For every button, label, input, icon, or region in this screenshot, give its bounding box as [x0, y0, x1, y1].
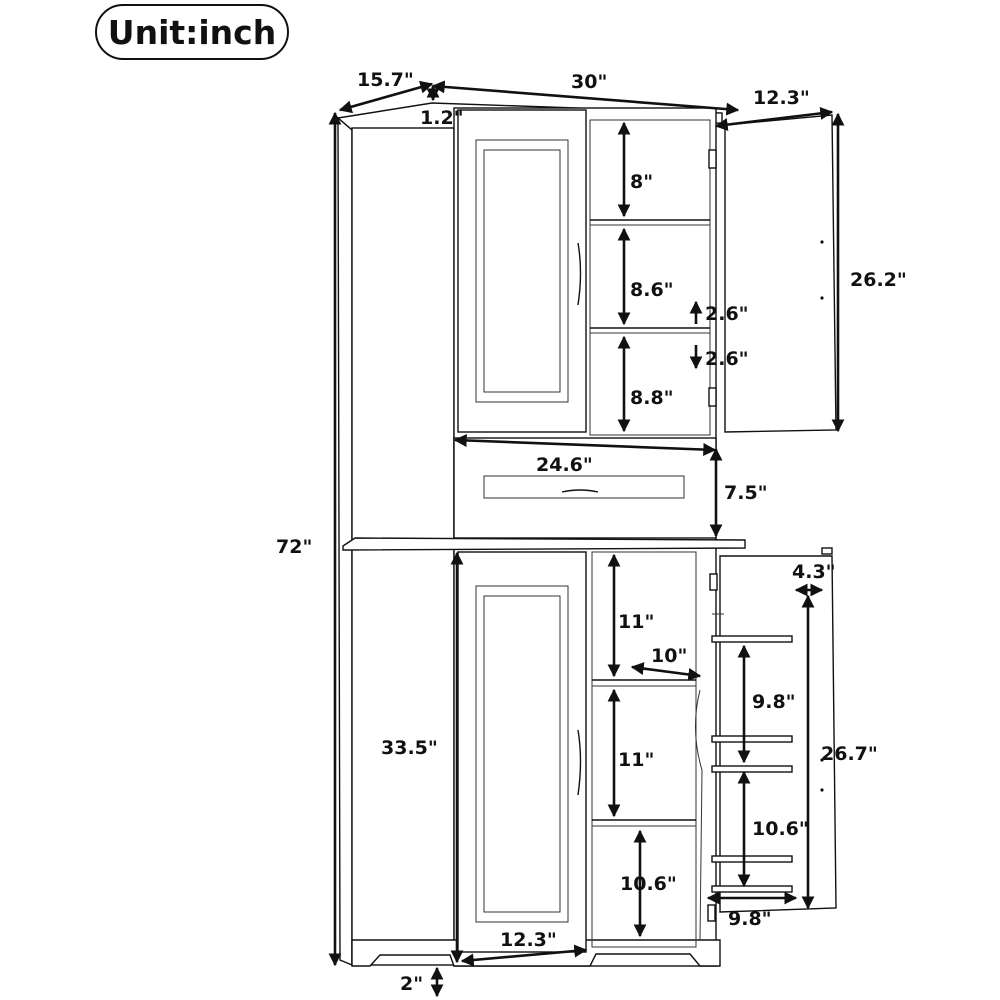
label-shelf-8-6: 8.6"	[630, 279, 674, 301]
label-shelf-10-6: 10.6"	[620, 873, 677, 895]
label-door-shelf-9-8-b: 9.8"	[728, 908, 772, 930]
lower-left-door	[457, 551, 587, 953]
label-upper-door-height: 26.2"	[850, 269, 907, 291]
label-lower-cabinet-height: 33.5"	[381, 737, 438, 759]
label-base-height: 2"	[400, 973, 423, 995]
lower-right-door	[711, 547, 837, 913]
label-inner-depth: 10"	[651, 645, 687, 667]
label-overall-height: 72"	[276, 536, 312, 558]
label-width-overall: 30"	[571, 71, 607, 93]
label-door-shelf-10-6: 10.6"	[752, 818, 809, 840]
label-shelf-11-b: 11"	[618, 749, 654, 771]
label-depth-top: 15.7"	[357, 69, 414, 91]
dimension-labels: 15.7" 30" 12.3" 1.2" 8" 8.6" 2.6" 2.6" 8…	[276, 69, 907, 995]
label-top-thickness: 1.2"	[420, 107, 464, 129]
upper-left-door	[457, 109, 587, 433]
label-drawer-height: 7.5"	[724, 482, 768, 504]
label-adjust-up: 2.6"	[705, 303, 749, 325]
upper-right-door	[724, 114, 837, 433]
drawer	[453, 437, 717, 539]
unit-label: Unit:inch	[95, 4, 289, 60]
label-door-width-top: 12.3"	[753, 87, 810, 109]
label-lower-door-height: 26.7"	[821, 743, 878, 765]
label-shelf-8: 8"	[630, 171, 653, 193]
label-shelf-8-8: 8.8"	[630, 387, 674, 409]
label-adjust-down: 2.6"	[705, 348, 749, 370]
label-shelf-11-a: 11"	[618, 611, 654, 633]
label-door-width-bottom: 12.3"	[500, 929, 557, 951]
label-drawer-width: 24.6"	[536, 454, 593, 476]
dimension-arrows	[328, 80, 845, 998]
label-door-shelf-depth: 4.3"	[792, 561, 836, 583]
label-door-shelf-9-8-a: 9.8"	[752, 691, 796, 713]
